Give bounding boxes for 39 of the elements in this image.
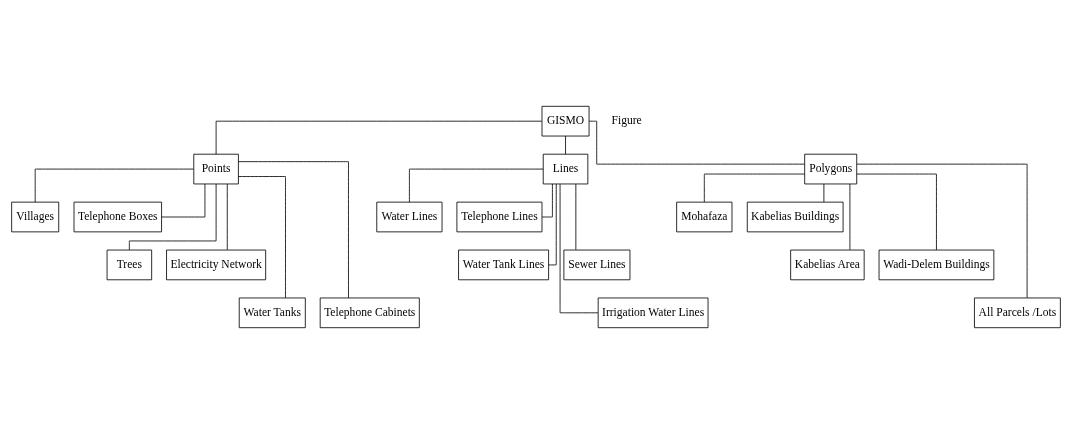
connector (541, 183, 553, 217)
connector (588, 120, 805, 165)
connector (548, 183, 557, 265)
connector (703, 173, 805, 202)
node-box: GISMO (541, 105, 590, 136)
node-box: Wadi-Delem Buildings (878, 249, 995, 280)
node-box: Villages (11, 201, 60, 232)
node-box: Sewer Lines (563, 249, 631, 280)
connector (856, 163, 1028, 298)
node-box: Telephone Boxes (73, 201, 162, 232)
connector (575, 183, 577, 250)
node-box: Telephone Lines (456, 201, 543, 232)
node-box: Water Tank Lines (458, 249, 549, 280)
connector (215, 120, 543, 155)
connector (409, 168, 544, 203)
connector (565, 135, 566, 154)
label: Figure (611, 113, 642, 127)
node-box: Trees (106, 249, 153, 280)
node-box: Water Tanks (238, 297, 306, 328)
node-box: Polygons (804, 153, 858, 184)
connector (34, 168, 194, 203)
connector (226, 183, 228, 250)
connector (128, 183, 217, 250)
connector (238, 175, 286, 298)
node-box: Kabelias Buildings (746, 201, 844, 232)
connector (849, 183, 851, 250)
connector (823, 183, 825, 202)
node-box: Lines (542, 153, 589, 184)
node-box: Points (193, 153, 239, 184)
node-box: Telephone Cabinets (319, 297, 420, 328)
node-box: Water Lines (376, 201, 443, 232)
node-box: Electricity Network (166, 249, 267, 280)
connector (856, 173, 937, 250)
node-box: Irrigation Water Lines (597, 297, 709, 328)
connector (238, 160, 349, 298)
node-box: Mohafaza (676, 201, 733, 232)
connector (161, 183, 206, 217)
node-box: Kabelias Area (790, 249, 865, 280)
node-box: All Parcels /Lots (974, 297, 1061, 328)
